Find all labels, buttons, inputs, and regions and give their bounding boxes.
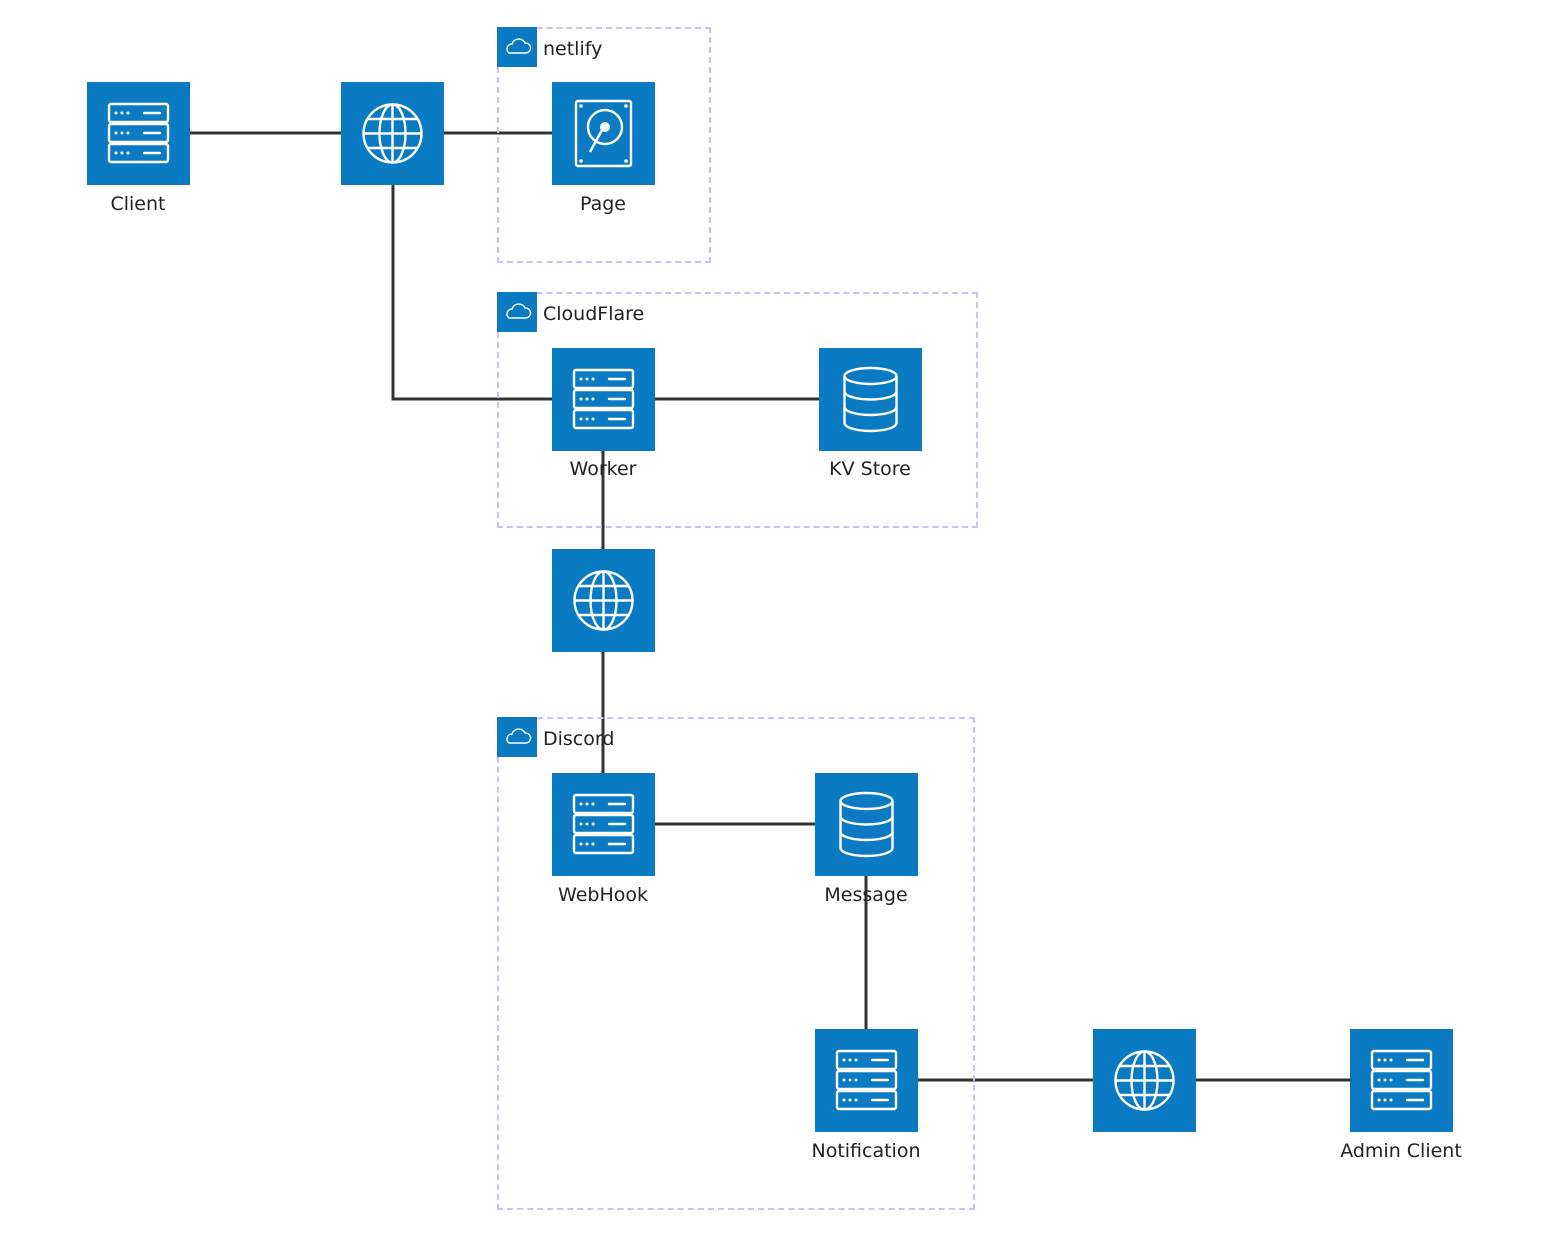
node-label: KV Store bbox=[829, 458, 911, 480]
node-label: Admin Client bbox=[1340, 1140, 1462, 1162]
group-discord: Discord bbox=[497, 717, 975, 1210]
server-icon bbox=[1370, 1049, 1433, 1111]
group-title: netlify bbox=[543, 38, 603, 60]
node-label: Client bbox=[110, 193, 166, 215]
cloud-icon bbox=[497, 27, 537, 67]
node-internet-3[interactable] bbox=[1093, 1029, 1196, 1132]
group-title: Discord bbox=[543, 728, 615, 750]
globe-icon bbox=[573, 570, 634, 631]
database-icon bbox=[839, 791, 894, 858]
node-label: Notification bbox=[811, 1140, 921, 1162]
server-icon bbox=[107, 102, 170, 164]
node-internet-1[interactable] bbox=[341, 82, 444, 185]
node-label: Message bbox=[824, 884, 908, 906]
cloud-icon bbox=[497, 717, 537, 757]
server-icon bbox=[572, 793, 635, 855]
disk-icon bbox=[574, 99, 633, 168]
node-page[interactable] bbox=[552, 82, 655, 185]
node-admin-client[interactable] bbox=[1350, 1029, 1453, 1132]
edge-internet-worker bbox=[391, 185, 552, 401]
server-icon bbox=[572, 368, 635, 430]
node-worker[interactable] bbox=[552, 348, 655, 451]
node-webhook[interactable] bbox=[552, 773, 655, 876]
node-notification[interactable] bbox=[815, 1029, 918, 1132]
node-kv-store[interactable] bbox=[819, 348, 922, 451]
node-label: Worker bbox=[569, 458, 637, 480]
node-message[interactable] bbox=[815, 773, 918, 876]
node-internet-2[interactable] bbox=[552, 549, 655, 652]
node-label: Page bbox=[580, 193, 626, 215]
cloud-icon bbox=[497, 292, 537, 332]
globe-icon bbox=[362, 103, 423, 164]
group-title: CloudFlare bbox=[543, 303, 645, 325]
group-cloudflare: CloudFlare bbox=[497, 292, 978, 528]
server-icon bbox=[835, 1049, 898, 1111]
database-icon bbox=[843, 366, 898, 433]
globe-icon bbox=[1114, 1050, 1175, 1111]
node-label: WebHook bbox=[558, 884, 648, 906]
group-netlify: netlify bbox=[497, 27, 711, 263]
node-client[interactable] bbox=[87, 82, 190, 185]
